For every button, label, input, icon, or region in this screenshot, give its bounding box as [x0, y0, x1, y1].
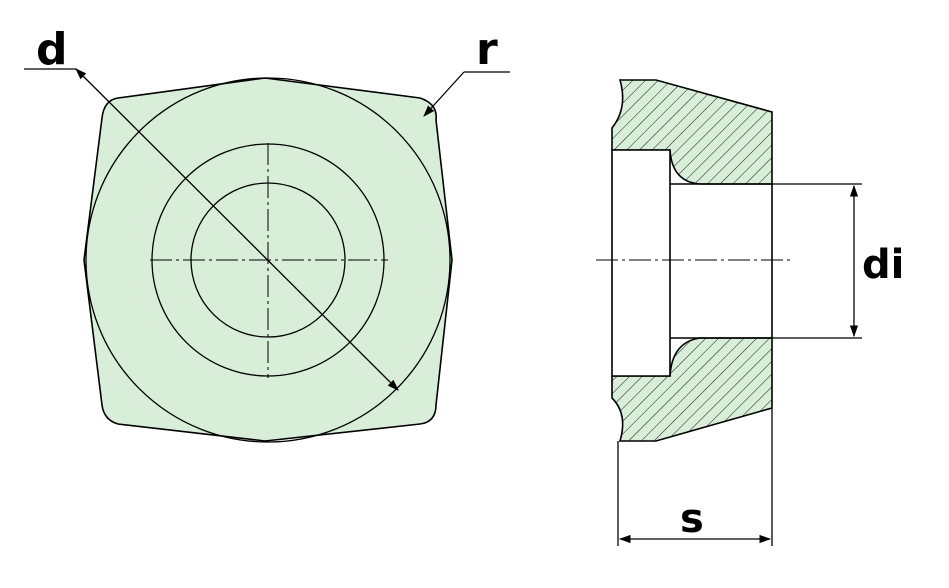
d-dimension-line [75, 68, 399, 391]
label-d: d [36, 24, 68, 75]
counterbore [611, 149, 671, 377]
label-r: r [476, 24, 498, 75]
label-di: di [862, 242, 904, 288]
label-s: s [680, 496, 704, 542]
section-view: di s [596, 79, 904, 546]
r-leader-arrow [423, 71, 465, 117]
front-view: d r [24, 24, 510, 443]
